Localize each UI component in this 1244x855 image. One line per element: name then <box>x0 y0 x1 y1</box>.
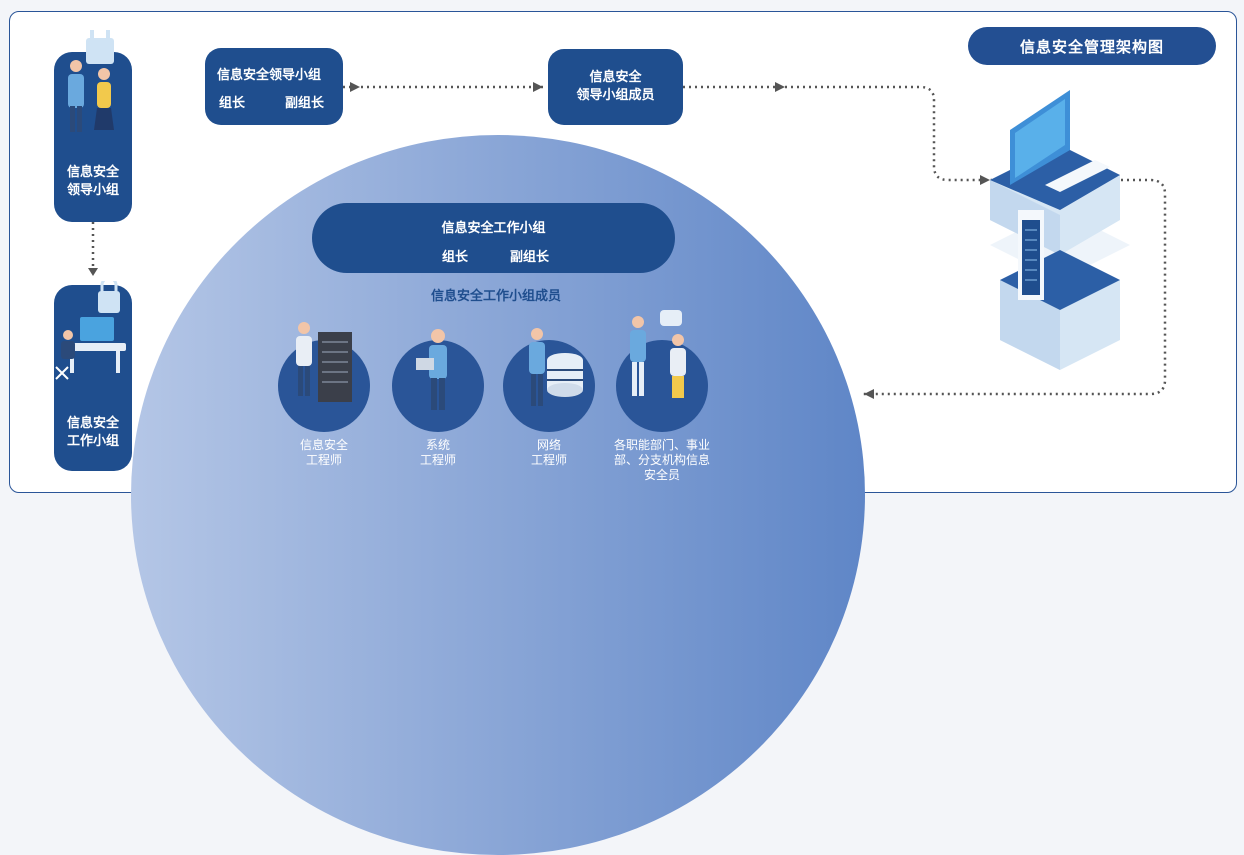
role-caption-network: 网络 工程师 <box>505 438 593 468</box>
connector-members-to-computer <box>683 85 992 182</box>
role-circle-system <box>392 329 484 432</box>
leadership-members-box: 信息安全 领导小组成员 <box>548 49 683 125</box>
arrow-head-icon <box>350 82 360 92</box>
work-deputy-label: 副组长 <box>510 250 550 265</box>
role-caption-line: 系统 <box>425 438 450 452</box>
role-caption-line: 工程师 <box>530 453 567 467</box>
connector-computer-to-workgroup <box>862 178 1167 396</box>
workstation-icon <box>55 281 126 380</box>
leadership-members-label-1: 信息安全 <box>589 70 642 85</box>
chat-bubble-icon <box>630 310 686 398</box>
work-group-box: 信息安全工作小组 组长 副组长 <box>312 203 675 273</box>
work-group-title: 信息安全工作小组 <box>441 221 546 236</box>
leadership-group-title: 信息安全领导小组 <box>217 68 322 83</box>
role-caption-system: 系统 工程师 <box>394 438 482 468</box>
role-caption-line: 各职能部门、事业 <box>613 438 710 452</box>
role-circle-network <box>503 328 595 432</box>
leadership-members-label-2: 领导小组成员 <box>576 88 655 103</box>
role-caption-line: 信息安全 <box>299 438 348 452</box>
role-caption-line: 工程师 <box>419 453 456 467</box>
connector-lines <box>88 82 1167 399</box>
arrow-head-icon <box>980 175 990 185</box>
role-circle-security <box>278 322 370 432</box>
database-icon <box>529 328 583 406</box>
role-caption-line: 网络 <box>536 438 561 452</box>
leadership-group-label-2: 领导小组 <box>66 183 119 198</box>
role-caption-line: 安全员 <box>643 468 680 482</box>
leadership-group-box: 信息安全领导小组 组长 副组长 <box>205 48 343 125</box>
leadership-deputy-label: 副组长 <box>285 96 325 111</box>
people-icon <box>68 30 114 132</box>
role-caption-security: 信息安全 工程师 <box>280 438 368 468</box>
role-caption-line: 工程师 <box>305 453 342 467</box>
work-group-label-2: 工作小组 <box>66 434 119 449</box>
computer-server-icon <box>990 90 1130 370</box>
leadership-leader-label: 组长 <box>219 96 246 111</box>
work-leader-label: 组长 <box>442 250 469 265</box>
arrow-head-icon <box>88 268 98 276</box>
diagram-title: 信息安全管理架构图 <box>968 27 1216 65</box>
arrow-head-icon <box>775 82 785 92</box>
engineer-icon <box>416 329 447 410</box>
server-rack-icon <box>296 322 352 402</box>
role-circle-department <box>616 310 708 432</box>
arrow-head-icon <box>864 389 874 399</box>
arrow-head-icon <box>533 82 543 92</box>
work-group-card: 信息安全 工作小组 <box>54 281 132 471</box>
role-caption-department: 各职能部门、事业 部、分支机构信息 安全员 <box>604 438 720 483</box>
work-members-title: 信息安全工作小组成员 <box>430 289 561 304</box>
work-group-label-1: 信息安全 <box>66 416 119 431</box>
role-caption-line: 部、分支机构信息 <box>613 453 710 467</box>
leadership-group-card: 信息安全 领导小组 <box>54 30 132 222</box>
leadership-group-label-1: 信息安全 <box>66 165 119 180</box>
